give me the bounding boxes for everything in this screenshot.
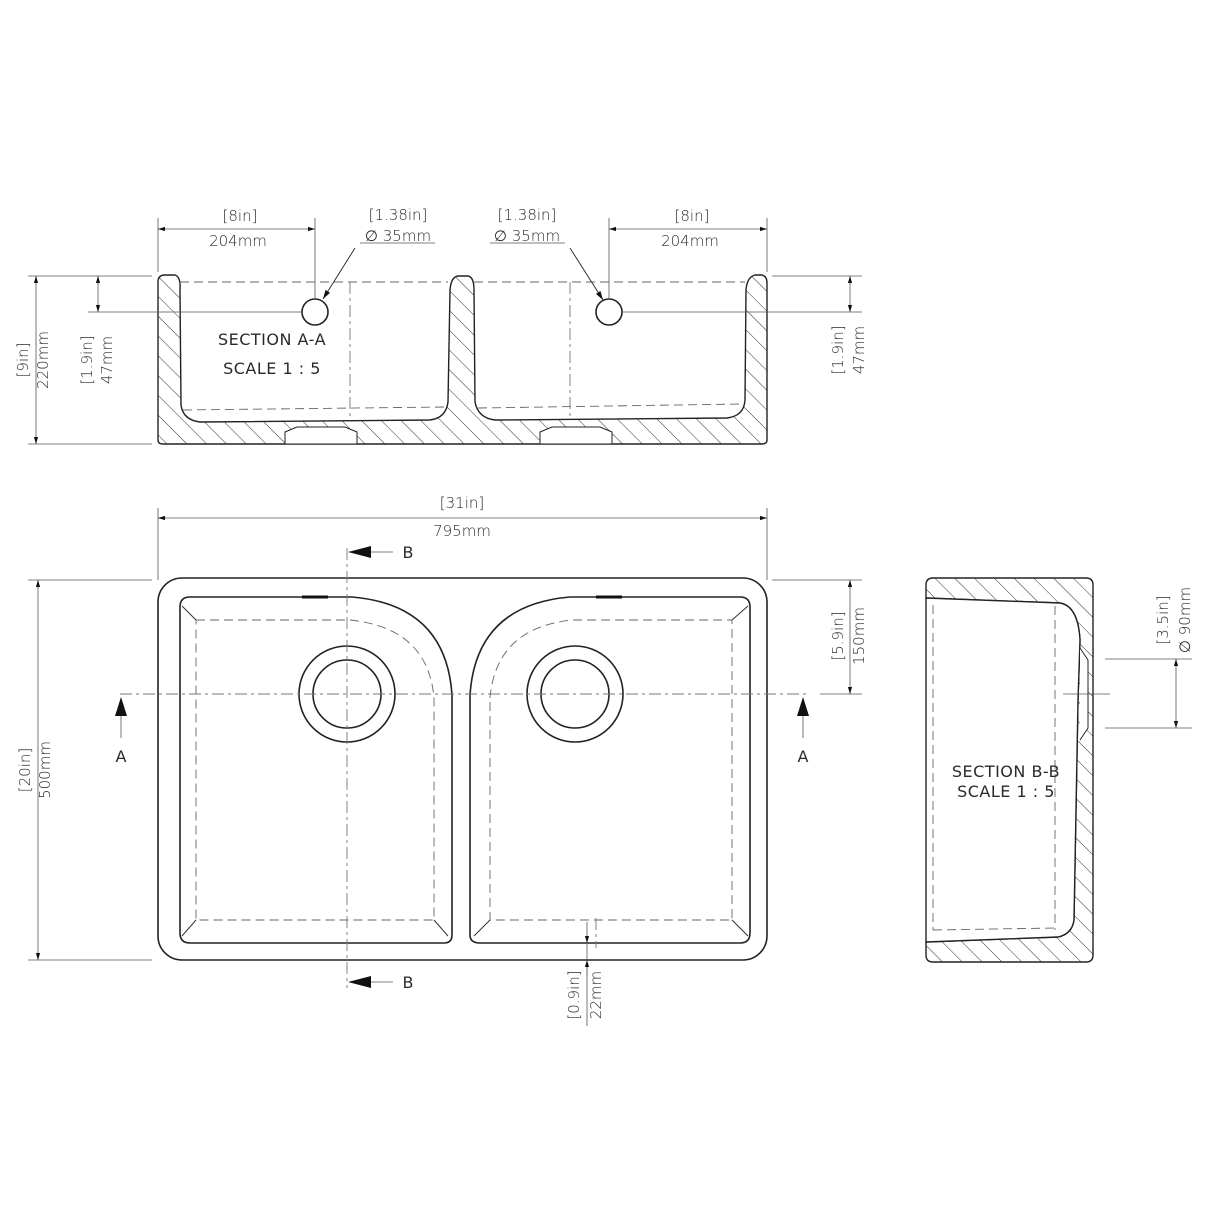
hole-right-dia-in: [1.38in] xyxy=(498,206,557,224)
drain-dia-in: [3.5in] xyxy=(1154,595,1172,644)
depth-in: [20in] xyxy=(16,748,34,792)
dim-left-offset-mm: 204mm xyxy=(209,232,267,250)
hole-height-left-mm: 47mm xyxy=(98,336,116,384)
drain-offset-in: [5.9in] xyxy=(829,611,847,660)
overflow-hole-right xyxy=(595,298,623,326)
section-marker-b-top: B xyxy=(403,543,414,562)
section-b-b-title: SECTION B-B xyxy=(952,762,1060,781)
section-b-b-scale: SCALE 1 : 5 xyxy=(957,782,1055,801)
section-a-a-body xyxy=(157,274,768,445)
hole-left-dia-mm: ∅ 35mm xyxy=(365,227,431,245)
sink-outer-rim xyxy=(157,577,768,961)
plan-view: [31in] 795mm A A B xyxy=(16,494,868,1026)
hole-height-right-mm: 47mm xyxy=(850,326,868,374)
hole-left-dia-in: [1.38in] xyxy=(369,206,428,224)
height-mm: 220mm xyxy=(34,331,52,389)
section-marker-b-bottom: B xyxy=(403,973,414,992)
section-marker-a-left: A xyxy=(116,747,127,766)
hole-right-dia-mm: ∅ 35mm xyxy=(494,227,560,245)
width-mm: 795mm xyxy=(433,522,491,540)
front-rim-mm: 22mm xyxy=(587,971,605,1019)
dim-right-offset-mm: 204mm xyxy=(661,232,719,250)
section-marker-a-right: A xyxy=(798,747,809,766)
hole-height-right-in: [1.9in] xyxy=(829,325,847,374)
right-bowl-outline xyxy=(469,596,751,944)
height-in: [9in] xyxy=(14,343,32,378)
left-bowl-outline xyxy=(179,596,453,944)
section-a-a-title: SECTION A-A xyxy=(218,330,326,349)
depth-mm: 500mm xyxy=(36,741,54,799)
section-a-a-scale: SCALE 1 : 5 xyxy=(223,359,321,378)
drain-offset-mm: 150mm xyxy=(850,607,868,665)
dim-left-offset-in: [8in] xyxy=(223,207,258,225)
width-in: [31in] xyxy=(440,494,484,512)
front-rim-in: [0.9in] xyxy=(565,970,583,1019)
section-a-a-view: [8in] 204mm [8in] 204mm [1.38in] ∅ 35mm … xyxy=(14,206,868,445)
drain-dia-mm: ∅ 90mm xyxy=(1176,587,1194,653)
hole-height-left-in: [1.9in] xyxy=(78,335,96,384)
overflow-hole-left xyxy=(301,298,329,326)
dim-right-offset-in: [8in] xyxy=(675,207,710,225)
section-b-b-view: [3.5in] ∅ 90mm SECTION B-B SCALE 1 : 5 xyxy=(925,577,1194,963)
